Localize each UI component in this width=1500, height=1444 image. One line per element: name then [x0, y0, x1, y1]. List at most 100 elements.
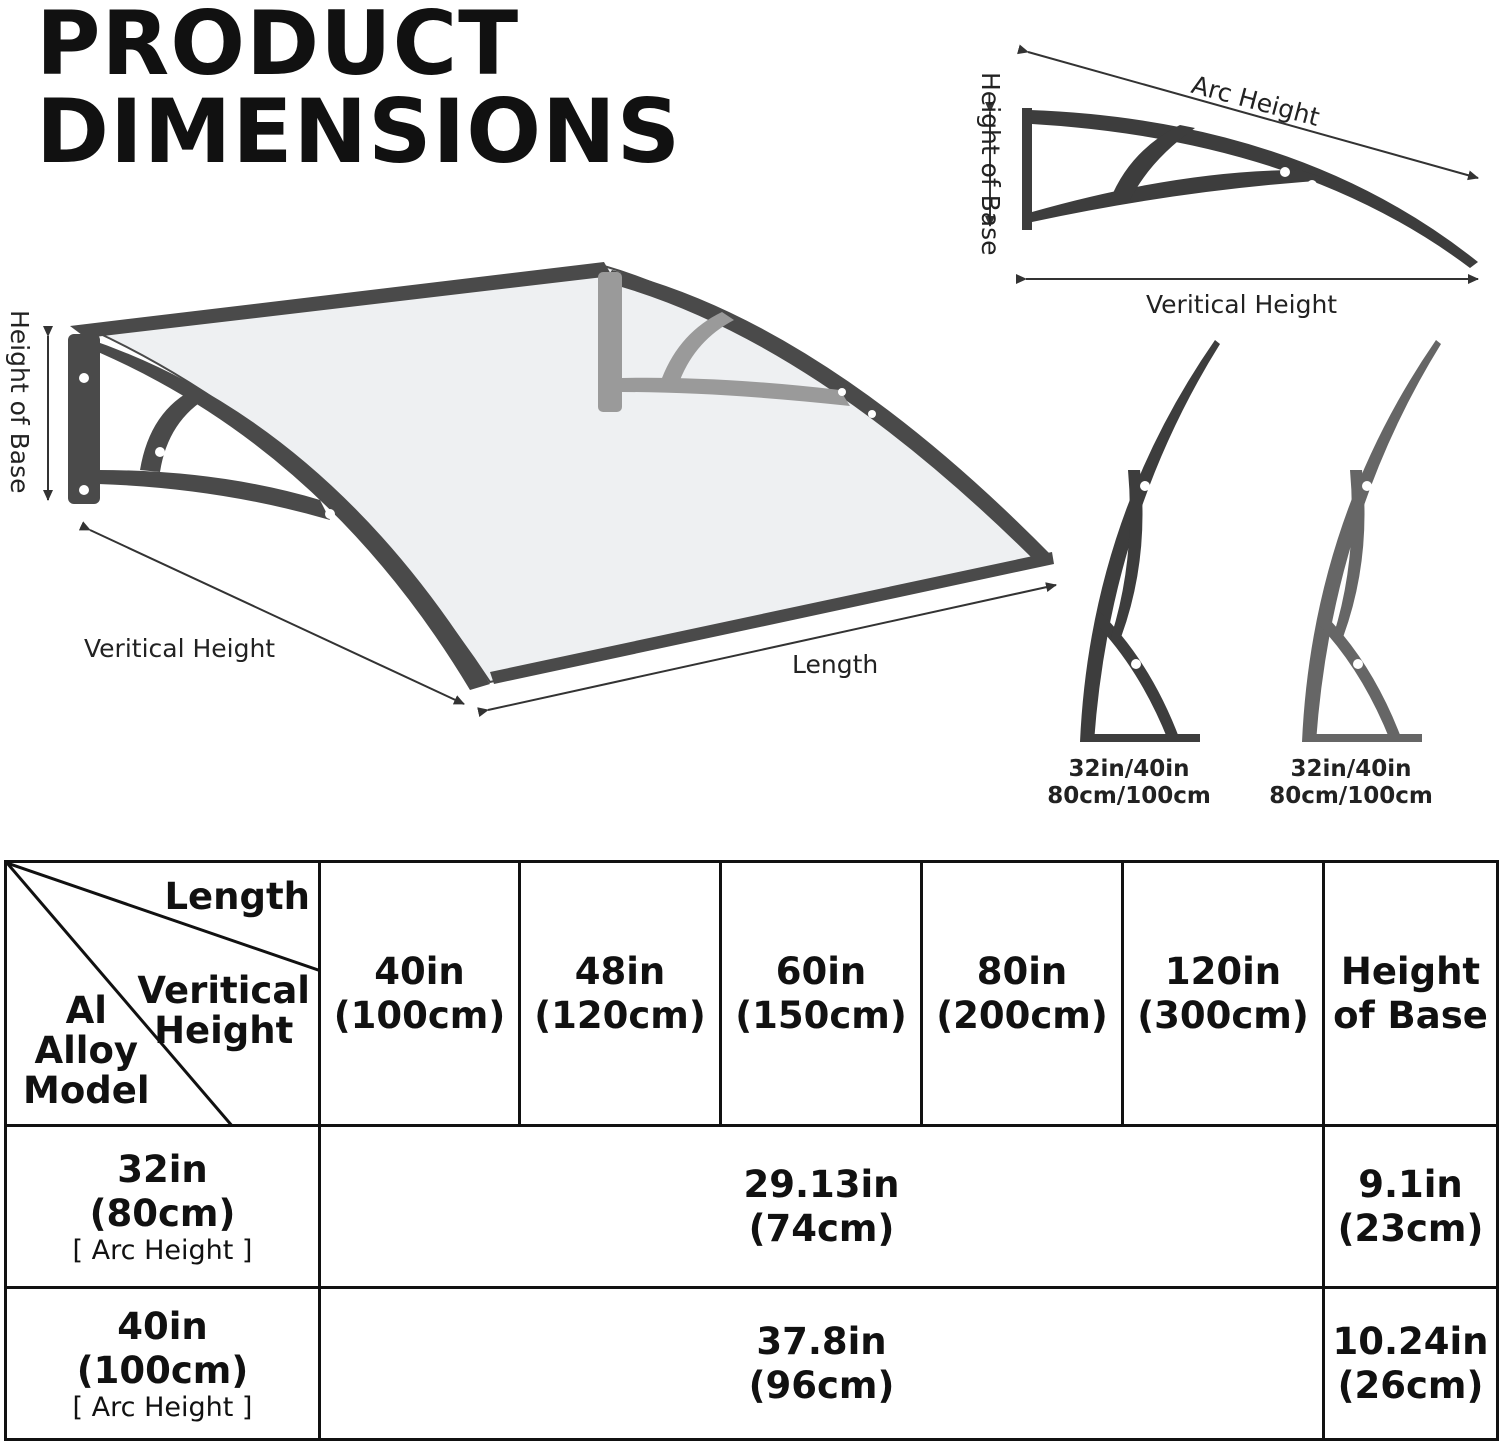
column-header-line-1: 48in — [574, 949, 666, 993]
column-header-length: 48in(120cm) — [518, 860, 722, 1127]
bracket-hole — [1131, 659, 1141, 669]
vertical-height-arrow-left — [78, 521, 465, 705]
arc-height-note: [ Arc Height ] — [72, 1391, 253, 1423]
side-bracket-diagram — [985, 44, 1479, 284]
rear-bracket-strut — [622, 377, 850, 406]
bracket-1-base — [1094, 734, 1200, 742]
bracket-brace — [1110, 125, 1195, 200]
bracket-1-size-cm: 80cm/100cm — [1047, 783, 1211, 809]
bracket-1-size-in: 32in/40in — [1068, 756, 1190, 782]
length-label: Length — [792, 650, 879, 679]
table-row: 32in (80cm) [ Arc Height ] 29.13in (74cm… — [4, 1124, 1499, 1289]
mount-hole — [79, 373, 89, 383]
height-of-base-label-top: Height of Base — [976, 72, 1005, 256]
column-header-line-2: (100cm) — [333, 993, 506, 1037]
model-size-cm: (100cm) — [76, 1348, 249, 1392]
canopy-top-rail — [70, 262, 612, 338]
title-line-1: PRODUCT — [36, 0, 520, 95]
vertical-height-cell: 29.13in (74cm) — [318, 1124, 1325, 1289]
vertical-height-cm: (96cm) — [748, 1363, 895, 1407]
corner-model-line-1: Al — [65, 989, 107, 1032]
column-header-length: 120in(300cm) — [1121, 860, 1325, 1127]
length-arrow — [477, 582, 1057, 718]
bracket-hole — [1280, 167, 1290, 177]
base-height-cell: 9.1in (23cm) — [1322, 1124, 1499, 1289]
model-cell: 40in (100cm) [ Arc Height ] — [4, 1286, 321, 1441]
base-height-cm: (23cm) — [1337, 1206, 1484, 1250]
base-height-cell: 10.24in (26cm) — [1322, 1286, 1499, 1441]
vertical-height-label-top: Veritical Height — [1146, 290, 1338, 319]
bracket-2-strut — [1318, 610, 1402, 740]
left-wall-plate — [68, 334, 100, 504]
column-header-line-2: (120cm) — [534, 993, 706, 1037]
corner-model-line-2: Alloy — [34, 1029, 139, 1072]
corner-vertical-line-1: Veritical — [137, 969, 310, 1012]
vertical-height-in: 29.13in — [743, 1162, 900, 1206]
vertical-height-cm: (74cm) — [748, 1206, 895, 1250]
model-cell: 32in (80cm) [ Arc Height ] — [4, 1124, 321, 1289]
column-header-length: 80in(200cm) — [920, 860, 1124, 1127]
mount-hole — [79, 485, 89, 495]
bracket-2-arm — [1302, 340, 1441, 742]
bracket-strut — [1032, 170, 1330, 222]
column-header-line-2: of Base — [1333, 993, 1488, 1037]
column-header-line-1: 40in — [374, 949, 465, 993]
vertical-height-in: 37.8in — [756, 1319, 887, 1363]
rear-bracket-brace — [662, 312, 734, 380]
column-header-line-2: (300cm) — [1137, 993, 1309, 1037]
bracket-1-strut — [1096, 610, 1180, 740]
corner-model-label: Al Alloy Model — [23, 991, 150, 1111]
table-corner-cell: Length Veritical Height Al Alloy Model — [4, 860, 321, 1127]
title-line-2: DIMENSIONS — [36, 80, 682, 183]
standing-bracket-grey — [1302, 340, 1441, 742]
bracket-hole — [325, 509, 335, 519]
corner-model-line-3: Model — [23, 1069, 150, 1112]
bracket-2-size-label: 32in/40in 80cm/100cm — [1262, 756, 1440, 810]
bracket-1-arm — [1080, 340, 1220, 742]
bracket-1-size-label: 32in/40in 80cm/100cm — [1040, 756, 1218, 810]
standing-bracket-dark — [1080, 340, 1220, 742]
column-header-line-2: (150cm) — [735, 993, 907, 1037]
column-header-line-1: Height — [1340, 949, 1481, 993]
vertical-height-cell: 37.8in (96cm) — [318, 1286, 1325, 1441]
vertical-height-label-left: Veritical Height — [84, 634, 276, 663]
product-illustration — [43, 44, 1479, 742]
bracket-hole — [1307, 180, 1317, 190]
page-title: PRODUCT DIMENSIONS — [36, 0, 681, 176]
canopy-illustration — [43, 262, 1057, 718]
bracket-arm — [1030, 110, 1478, 268]
column-header-line-1: 60in — [775, 949, 867, 993]
model-size-in: 40in — [117, 1304, 208, 1348]
height-of-base-label-left: Height of Base — [5, 310, 34, 494]
arc-height-arrow — [1017, 44, 1479, 181]
column-header-length: 40in(100cm) — [318, 860, 521, 1127]
bracket-2-size-in: 32in/40in — [1290, 756, 1412, 782]
bracket-hole — [1362, 481, 1372, 491]
polycarbonate-panel — [88, 264, 1053, 684]
base-height-cm: (26cm) — [1337, 1363, 1484, 1407]
bracket-hole — [1353, 659, 1363, 669]
column-header-line-1: 80in — [976, 949, 1068, 993]
bracket-hole — [838, 388, 846, 396]
rear-wall-plate — [598, 272, 622, 412]
bracket-hole — [868, 410, 876, 418]
column-header-length: 60in(150cm) — [719, 860, 923, 1127]
bracket-2-brace — [1332, 470, 1365, 640]
left-bracket-brace — [140, 388, 210, 472]
dimension-table: Length Veritical Height Al Alloy Model 4… — [4, 860, 1499, 1441]
column-header-line-2: (200cm) — [936, 993, 1108, 1037]
model-size-cm: (80cm) — [89, 1191, 236, 1235]
bracket-hole — [1140, 481, 1150, 491]
model-size-in: 32in — [117, 1147, 208, 1191]
corner-length-label: Length — [164, 875, 310, 918]
corner-vertical-label: Veritical Height — [137, 971, 310, 1051]
corner-diagonals — [7, 863, 321, 1127]
left-bracket-strut — [98, 470, 330, 520]
table-header-row: Length Veritical Height Al Alloy Model 4… — [4, 860, 1499, 1127]
base-height-in: 10.24in — [1332, 1319, 1489, 1363]
wall-plate — [1022, 108, 1032, 230]
arc-height-note: [ Arc Height ] — [72, 1234, 253, 1266]
bracket-2-base — [1316, 734, 1422, 742]
base-height-in: 9.1in — [1358, 1162, 1463, 1206]
